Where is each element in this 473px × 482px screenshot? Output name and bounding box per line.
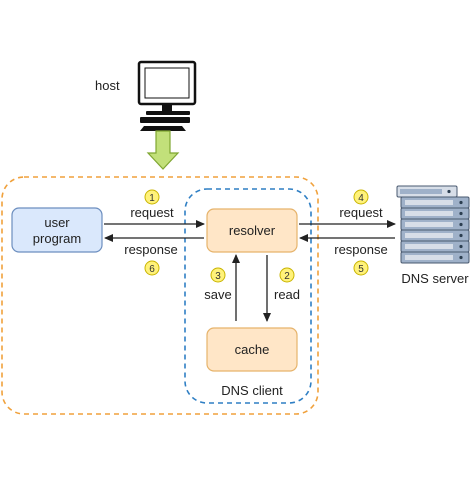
step-2-badge: 2 — [279, 267, 295, 283]
dns-client-boundary — [184, 188, 312, 404]
host-label: host — [95, 78, 120, 93]
host-system-boundary — [1, 176, 319, 415]
step-2-label: read — [274, 287, 300, 302]
step-1-badge: 1 — [144, 189, 160, 205]
step-2-number: 2 — [284, 271, 290, 282]
step-3-number: 3 — [215, 271, 221, 282]
step-1-label: request — [130, 205, 174, 220]
step-4-badge: 4 — [353, 189, 369, 205]
user-program-label-line1: user — [44, 215, 70, 230]
step-5-number: 5 — [358, 264, 364, 275]
dns-client-label: DNS client — [221, 383, 283, 398]
resolver-label: resolver — [229, 223, 276, 238]
desktop-computer-icon — [137, 60, 197, 131]
step-6-number: 6 — [149, 264, 155, 275]
dns-server-label: DNS server — [401, 271, 469, 286]
step-4-label: request — [339, 205, 383, 220]
cache-box — [206, 327, 298, 372]
step-1-number: 1 — [149, 193, 155, 204]
step-4-number: 4 — [358, 193, 364, 204]
resolver-box — [206, 208, 298, 253]
step-6-badge: 6 — [144, 260, 160, 276]
down-arrow-icon — [146, 130, 180, 170]
step-3-label: save — [204, 287, 231, 302]
step-6-label: response — [124, 242, 177, 257]
user-program-label-line2: program — [33, 231, 81, 246]
step-5-badge: 5 — [353, 260, 369, 276]
step-3-badge: 3 — [210, 267, 226, 283]
cache-label: cache — [235, 342, 270, 357]
step-5-label: response — [334, 242, 387, 257]
server-rack-icon — [396, 185, 470, 264]
user-program-box — [11, 207, 103, 253]
